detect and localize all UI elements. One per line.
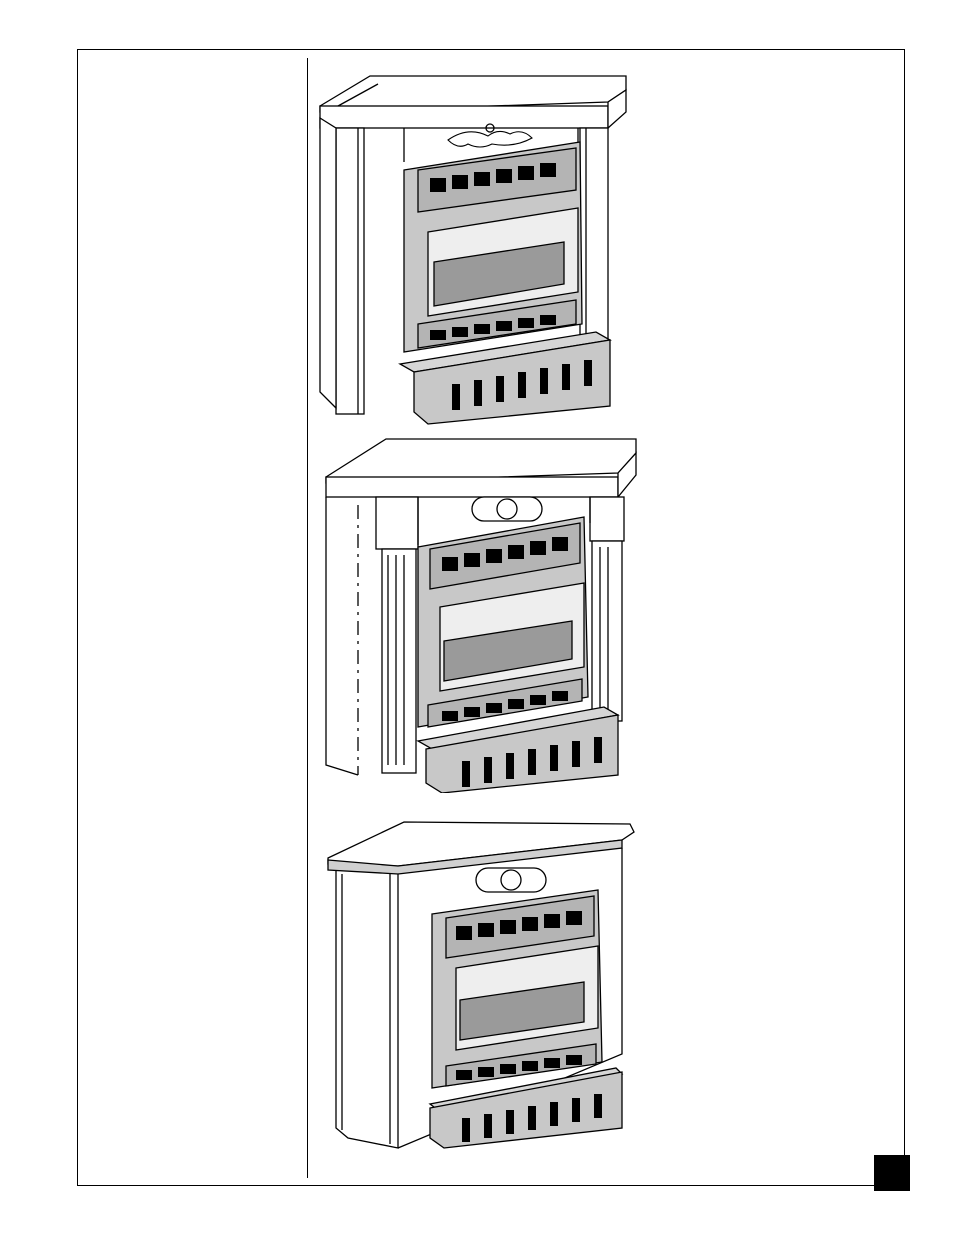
page-number-tab bbox=[874, 1155, 910, 1191]
fireplace-mantel-2 bbox=[322, 435, 640, 793]
fireplace-mantel-1 bbox=[318, 62, 630, 427]
fireplace-mantel-corner bbox=[322, 818, 640, 1150]
column-divider bbox=[307, 58, 308, 1178]
